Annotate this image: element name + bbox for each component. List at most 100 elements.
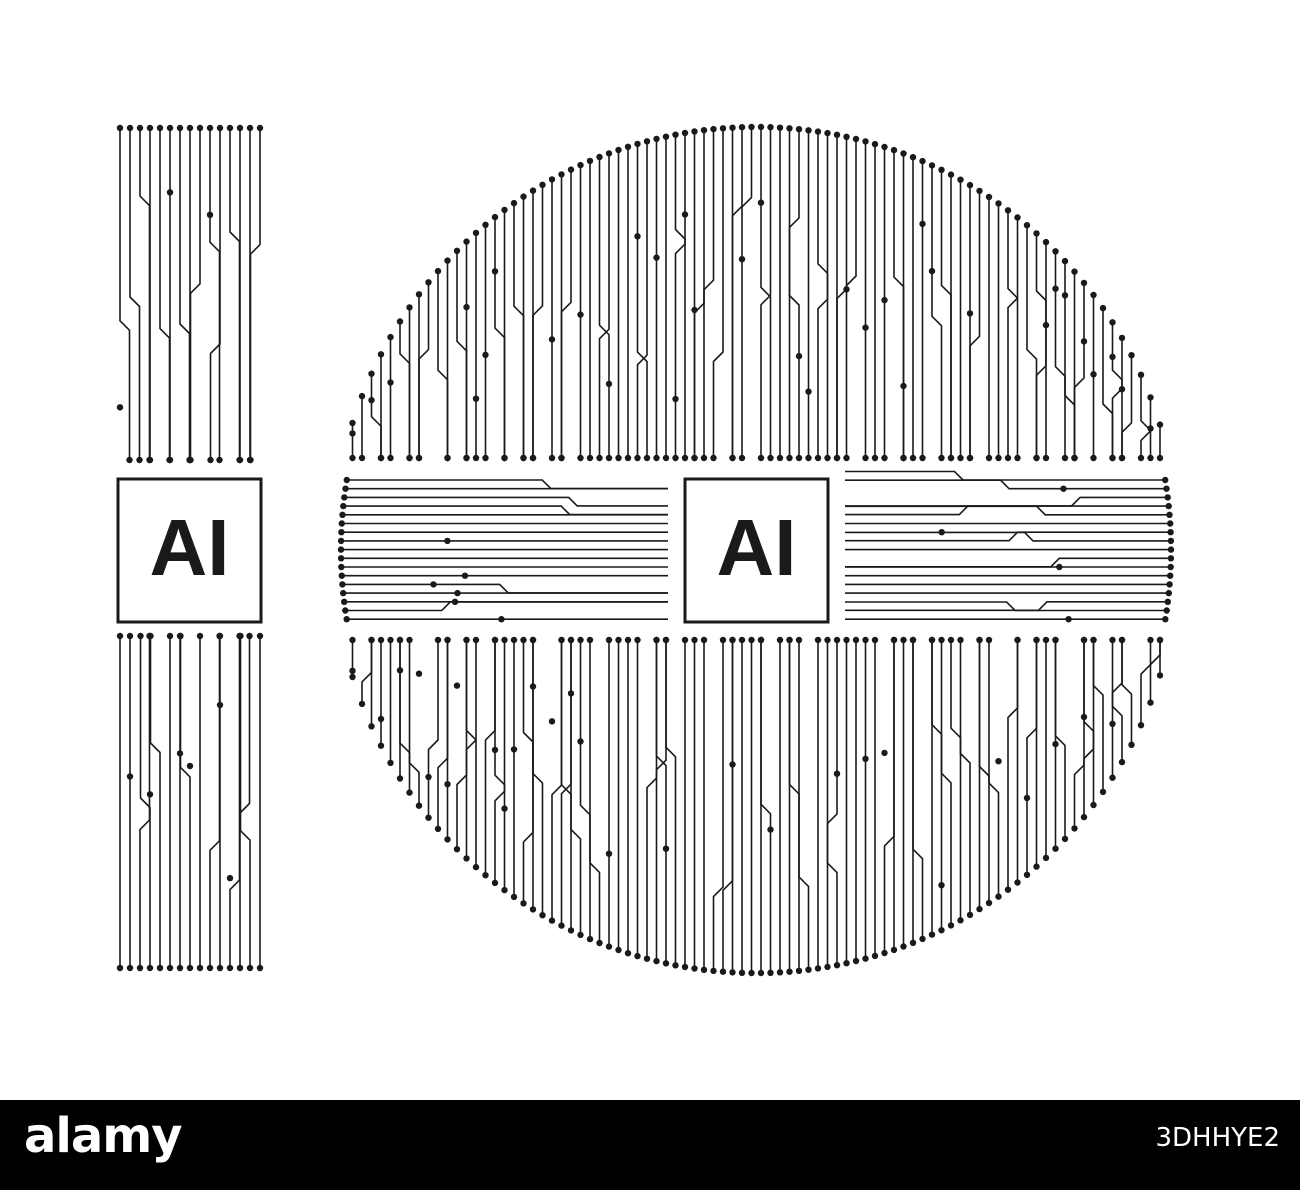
circuit-trace (1073, 640, 1085, 829)
trace-pad (748, 969, 755, 977)
circuit-trace (189, 128, 201, 460)
trace-pad (938, 927, 945, 934)
trace-pad (491, 879, 499, 887)
trace-pad (387, 759, 394, 767)
circuit-trace (978, 640, 990, 903)
circuit-trace (229, 128, 241, 460)
circuit-trace (1026, 640, 1038, 875)
circuit-trace (1007, 640, 1019, 890)
trace-via (681, 211, 689, 218)
trace-pad (881, 454, 888, 462)
trace-pad (596, 454, 603, 462)
trace-pad (1147, 394, 1154, 401)
trace-pad (236, 124, 244, 132)
trace-pad (757, 969, 765, 977)
trace-pad (577, 636, 584, 644)
circuit-trace (129, 128, 141, 460)
circuit-trace (418, 282, 430, 458)
trace-pad (824, 129, 831, 137)
circuit-trace (342, 583, 668, 594)
trace-pad (338, 572, 345, 579)
circuit-trace (646, 640, 658, 959)
trace-pad (1137, 454, 1145, 462)
trace-pad (833, 131, 841, 138)
trace-pad (406, 304, 413, 311)
trace-pad (1156, 672, 1164, 679)
trace-pad (900, 150, 907, 157)
circuit-trace (1121, 640, 1133, 745)
trace-pad (634, 952, 641, 960)
trace-pad (843, 960, 850, 967)
trace-pad (729, 636, 736, 644)
circuit-trace (655, 640, 667, 962)
circuit-trace (817, 131, 829, 458)
trace-pad (444, 636, 451, 644)
trace-pad (406, 636, 413, 644)
trace-pad (757, 454, 765, 462)
trace-pad (852, 636, 860, 644)
trace-via (1061, 292, 1069, 299)
trace-via (463, 303, 470, 311)
circuit-trace (665, 640, 677, 966)
trace-pad (358, 700, 366, 708)
trace-pad (985, 899, 993, 907)
trace-via (206, 211, 214, 218)
circuit-trace (465, 640, 477, 868)
trace-pad (1061, 835, 1069, 843)
trace-pad (415, 291, 423, 298)
trace-pad (558, 171, 565, 178)
circuit-trace (798, 640, 810, 970)
trace-pad (501, 636, 508, 644)
trace-pad (947, 636, 955, 644)
circuit-trace (845, 479, 1167, 490)
trace-pad (1099, 304, 1107, 312)
trace-pad (577, 161, 584, 169)
trace-via (1090, 371, 1097, 378)
circuit-trace (1054, 640, 1066, 839)
trace-pad (510, 636, 518, 644)
trace-pad (567, 636, 575, 644)
trace-via (1052, 285, 1059, 292)
trace-pad (966, 454, 974, 462)
trace-pad (247, 456, 254, 464)
trace-pad (710, 125, 717, 133)
circuit-trace (139, 128, 151, 460)
trace-pad (186, 964, 194, 972)
circuit-trace (845, 531, 1171, 542)
trace-pad (472, 636, 480, 644)
trace-pad (548, 917, 556, 924)
trace-pad (814, 454, 822, 462)
trace-pad (729, 969, 736, 976)
trace-pad (567, 166, 575, 173)
trace-pad (586, 157, 594, 165)
trace-via (548, 718, 556, 725)
trace-pad (881, 949, 888, 957)
trace-pad (501, 454, 508, 462)
trace-pad (491, 636, 499, 644)
trace-via (653, 254, 660, 261)
trace-pad (510, 199, 518, 207)
trace-pad (909, 636, 917, 644)
trace-pad (776, 969, 784, 976)
trace-pad (387, 333, 394, 341)
circuit-trace (551, 640, 563, 921)
trace-pad (1033, 454, 1040, 462)
trace-pad (196, 632, 204, 640)
trace-pad (1023, 871, 1031, 878)
trace-pad (662, 454, 670, 462)
trace-pad (776, 454, 784, 462)
trace-pad (343, 476, 350, 484)
trace-pad (653, 135, 660, 143)
trace-pad (1165, 502, 1172, 510)
trace-via (1109, 353, 1116, 360)
trace-pad (1071, 825, 1078, 832)
trace-pad (116, 632, 124, 640)
trace-pad (1004, 886, 1012, 893)
trace-pad (1166, 581, 1173, 588)
trace-via (1118, 386, 1126, 393)
trace-pad (237, 632, 244, 640)
trace-pad (681, 129, 689, 137)
trace-pad (166, 456, 174, 464)
trace-pad (529, 906, 537, 913)
trace-pad (126, 456, 133, 464)
